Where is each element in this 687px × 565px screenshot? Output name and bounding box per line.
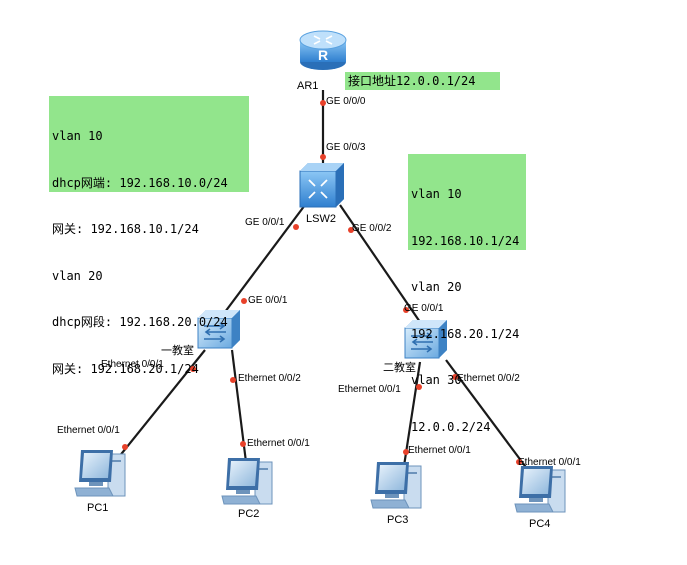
router-label: AR1 (297, 80, 319, 92)
pc2-label: PC2 (238, 508, 260, 520)
vlan-note-line: vlan 20 (411, 280, 462, 294)
link-sw2-pc3 (402, 361, 422, 467)
port-label-sw1-ge001: GE 0/0/1 (248, 295, 288, 306)
vlan-note-line: 192.168.20.1/24 (411, 326, 520, 341)
svg-text:R: R (318, 47, 328, 63)
vlan-note-line: 192.168.10.1/24 (411, 233, 520, 248)
port-dot-pc2-eth001 (240, 441, 246, 447)
port-label-lsw2-ge003: GE 0/0/3 (326, 142, 366, 153)
dhcp-note-line: 网关: 192.168.10.1/24 (52, 222, 199, 236)
vlan-note: vlan 10 192.168.10.1/24 vlan 20 192.168.… (408, 154, 526, 434)
port-label-lsw2-ge002: GE 0/0/2 (352, 223, 392, 234)
dhcp-note-line: dhcp网端: 192.168.10.0/24 (52, 175, 228, 190)
port-dot-lsw2-ge001 (293, 224, 299, 230)
router-icon[interactable]: R (299, 30, 347, 70)
link-lsw2-sw2 (339, 204, 421, 323)
links (109, 90, 529, 471)
dhcp-note-line: vlan 20 (52, 268, 103, 283)
port-dot-sw2-eth001 (416, 384, 422, 390)
link-sw2-pc4 (445, 359, 529, 471)
port-dot-sw2-eth002 (452, 374, 458, 380)
port-label-sw1-eth002: Ethernet 0/0/2 (238, 373, 301, 384)
port-label-pc4-eth001: Ethernet 0/0/1 (518, 457, 581, 468)
port-label-pc2-eth001: Ethernet 0/0/1 (247, 438, 310, 449)
vlan-note-line: 12.0.0.2/24 (411, 419, 491, 434)
port-dot-lsw2-ge003 (320, 154, 326, 160)
port-dot-pc1-eth001 (122, 444, 128, 450)
link-lsw2-sw1 (224, 204, 306, 313)
port-dot-sw1-eth001 (190, 366, 196, 372)
pc3-icon[interactable] (370, 462, 422, 509)
port-label-sw2-ge001: GE 0/0/1 (404, 303, 444, 314)
port-label-sw2-eth001: Ethernet 0/0/1 (338, 384, 401, 395)
port-label-sw1-eth001: Ethernet 0/0/1 (101, 359, 164, 370)
pc4-icon[interactable] (514, 466, 566, 513)
port-dot-pc3-eth001 (403, 449, 409, 455)
core-switch-icon[interactable] (299, 163, 344, 208)
dhcp-note: vlan 10 dhcp网端: 192.168.10.0/24 网关: 192.… (49, 96, 249, 376)
dhcp-note-line: dhcp网段: 192.168.20.0/24 (52, 315, 228, 329)
pc2-icon[interactable] (221, 458, 273, 505)
port-label-sw2-eth002: Ethernet 0/0/2 (457, 373, 520, 384)
port-label-ar1-ge000: GE 0/0/0 (326, 96, 366, 107)
pc1-icon[interactable] (74, 450, 126, 497)
port-dot-sw1-ge001 (241, 298, 247, 304)
port-dot-sw2-ge001 (403, 307, 409, 313)
port-label-lsw2-ge001: GE 0/0/1 (245, 217, 285, 228)
switch-1-icon[interactable] (197, 310, 240, 349)
vlan-note-line: vlan 30 (411, 373, 462, 387)
pc3-label: PC3 (387, 514, 409, 526)
switch-1-label: 一教室 (161, 344, 194, 357)
port-dot-lsw2-ge002 (348, 227, 354, 233)
port-label-pc3-eth001: Ethernet 0/0/1 (408, 445, 471, 456)
port-dot-ar1-ge000 (320, 100, 326, 106)
switch-2-label: 二教室 (383, 361, 416, 374)
port-dots (122, 100, 522, 465)
pc4-label: PC4 (529, 518, 551, 530)
pc1-label: PC1 (87, 502, 109, 514)
port-label-pc1-eth001: Ethernet 0/0/1 (57, 425, 120, 436)
router-interface-note: 接口地址12.0.0.1/24 (345, 72, 500, 90)
dhcp-note-line: vlan 10 (52, 129, 103, 143)
port-dot-sw1-eth002 (230, 377, 236, 383)
core-switch-label: LSW2 (306, 213, 336, 225)
vlan-note-line: vlan 10 (411, 187, 462, 201)
port-dot-pc4-eth001 (516, 459, 522, 465)
switch-2-icon[interactable] (404, 320, 447, 359)
dhcp-note-line: 网关: 192.168.20.1/24 (52, 361, 199, 376)
